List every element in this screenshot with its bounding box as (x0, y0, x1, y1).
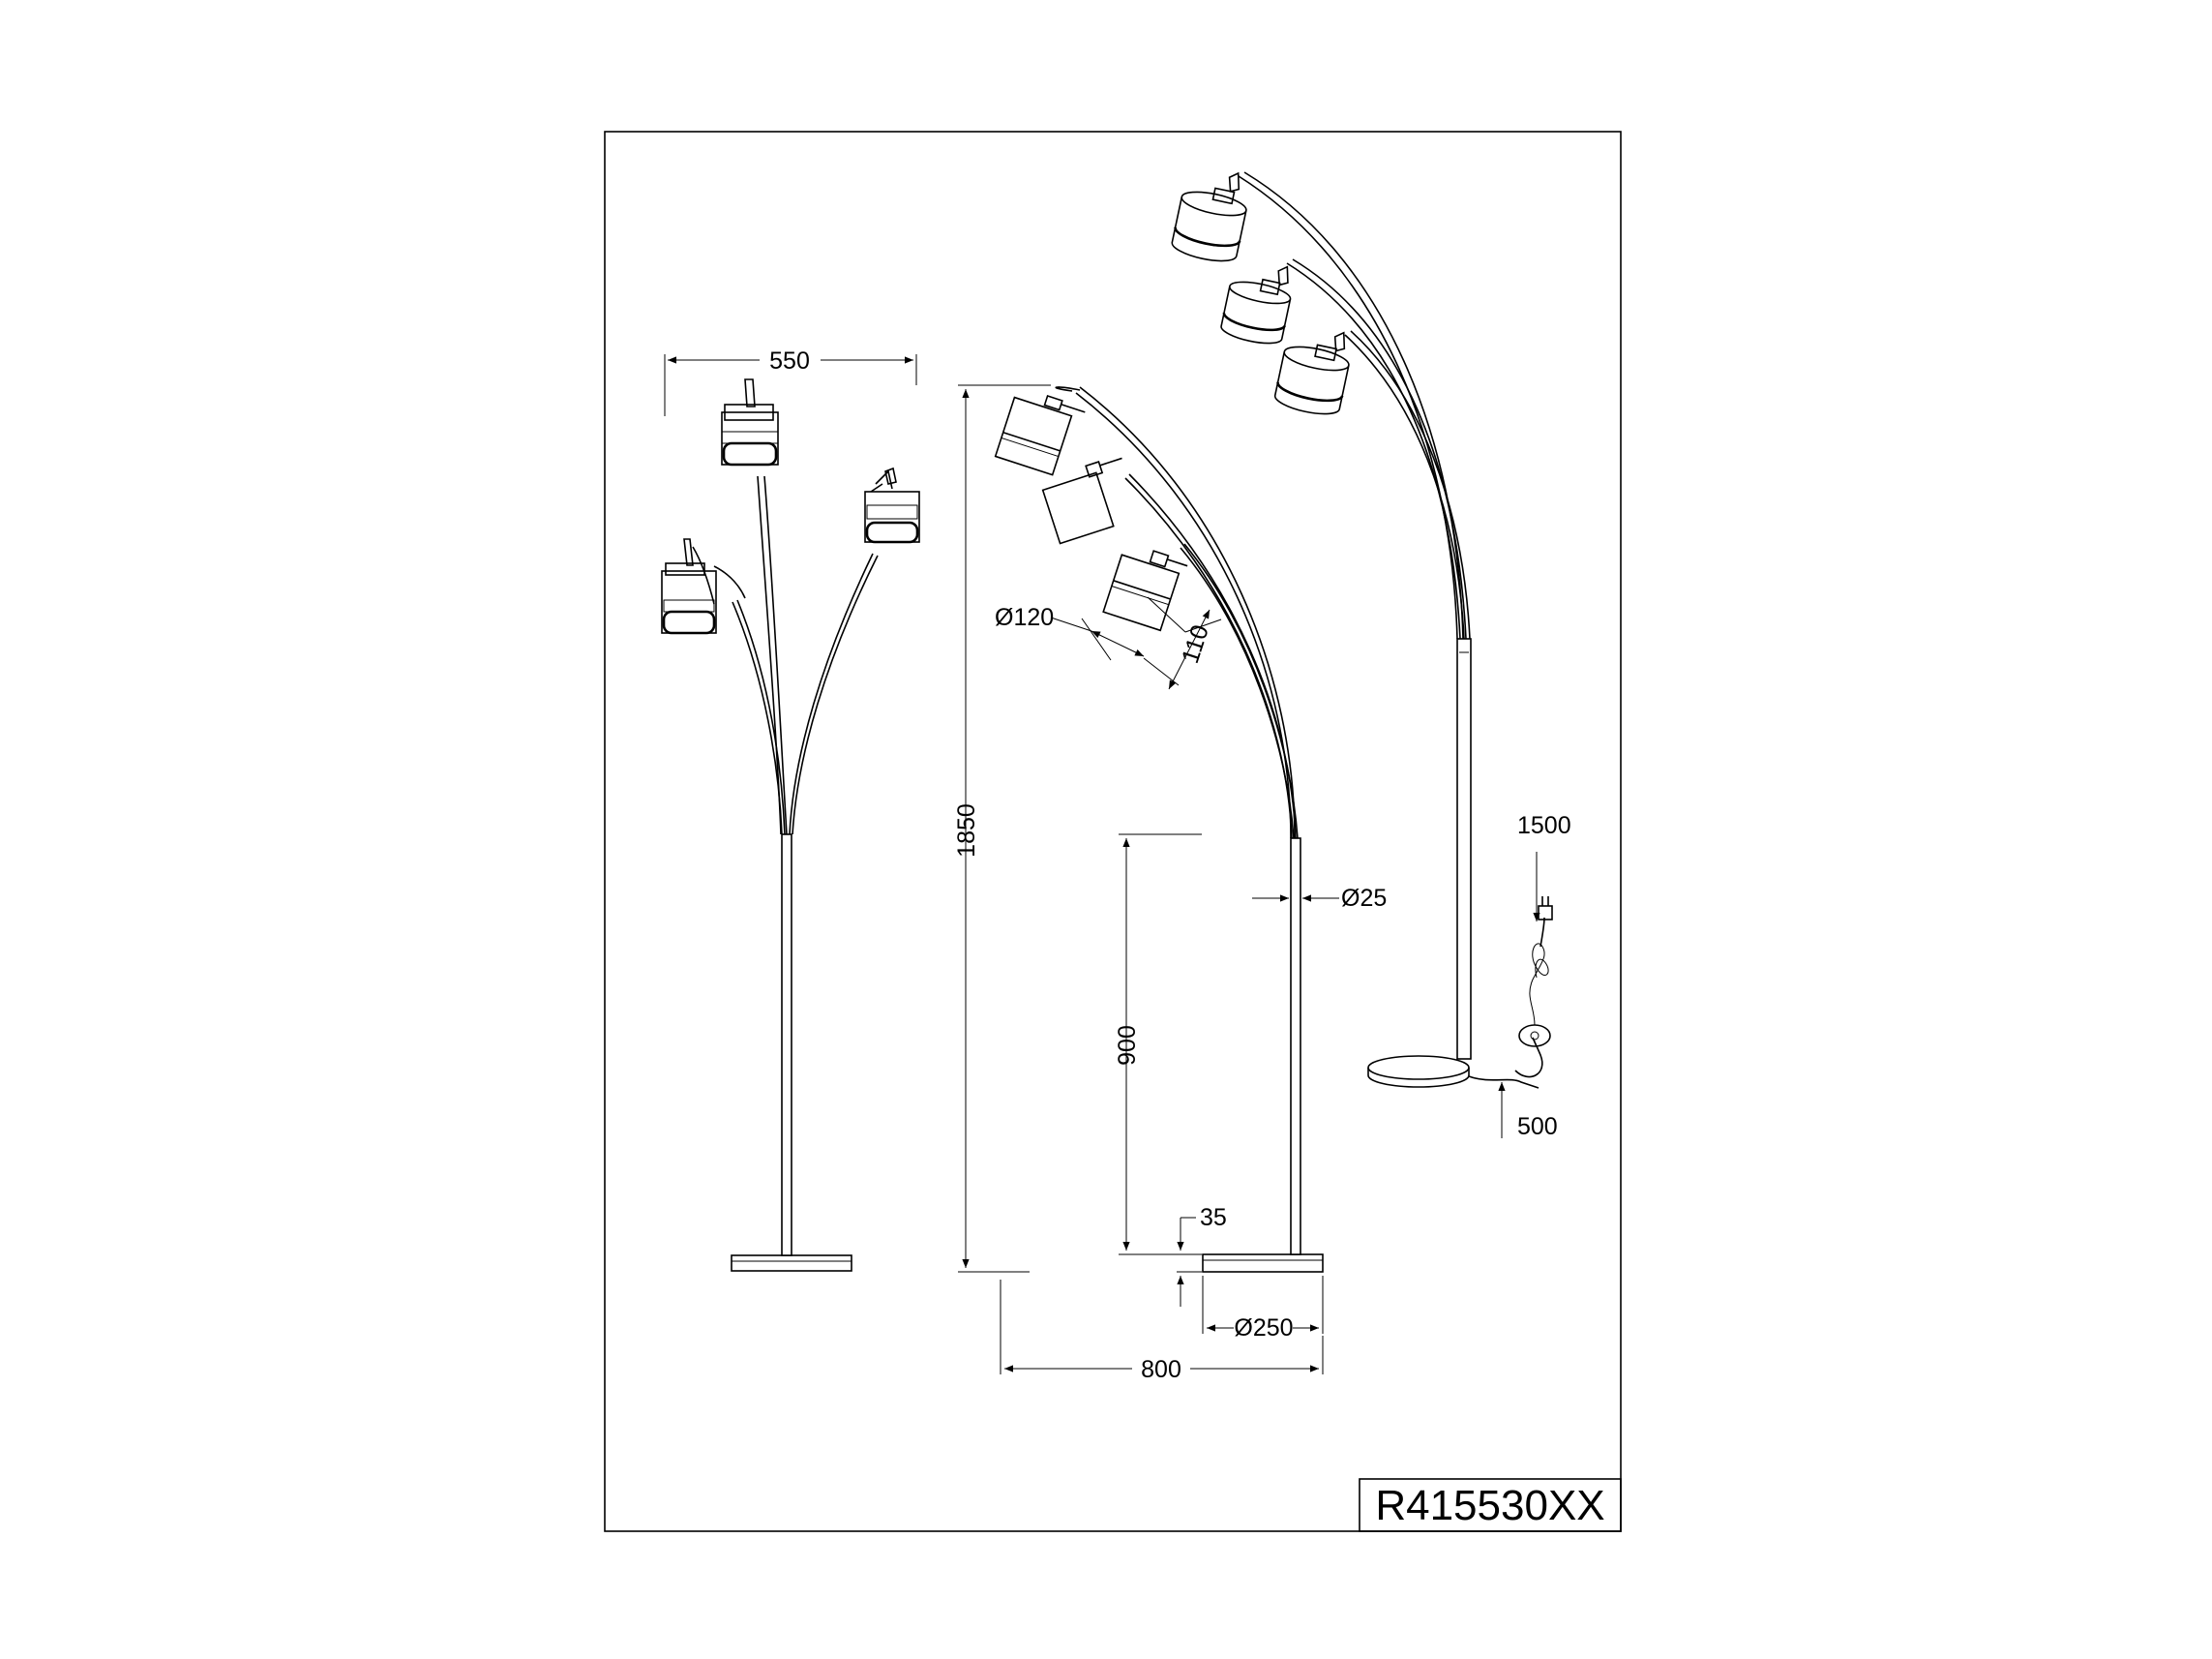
dimension-base-diameter: Ø250 (1202, 1276, 1324, 1342)
perspective-view-lamp: 1500 500 (1171, 171, 1571, 1140)
dimension-base-height: 35 (1177, 1204, 1227, 1307)
product-code: R415530XX (1375, 1482, 1604, 1529)
label-switch-distance: 500 (1517, 1113, 1558, 1140)
cable-with-switch (1468, 896, 1553, 1089)
dimension-height-900: 900 (1114, 833, 1202, 1255)
perspective-shade-b (1220, 265, 1292, 345)
perspective-shade-c (1273, 331, 1350, 415)
label-width: 550 (769, 347, 810, 375)
label-pole-diameter: Ø25 (1341, 885, 1387, 912)
dimension-height-1850: 1850 (953, 384, 1051, 1273)
side-shade-3 (1102, 550, 1188, 632)
dimension-switch-distance: 500 (1498, 1082, 1558, 1140)
side-view-lamp: Ø120 110 1850 900 Ø25 (953, 384, 1387, 1383)
side-shade-1 (994, 395, 1086, 476)
product-code-box: R415530XX (1359, 1478, 1622, 1532)
front-shade-top (721, 378, 779, 467)
front-shade-right (864, 467, 920, 544)
label-base-height: 35 (1200, 1204, 1227, 1231)
label-base-diameter: Ø250 (1234, 1314, 1293, 1342)
label-height-total: 1850 (953, 803, 980, 858)
dimension-reach-800: 800 (1000, 1280, 1324, 1383)
label-cable-length: 1500 (1517, 812, 1571, 839)
dimension-width-550: 550 (664, 347, 917, 416)
dimension-shade-height: 110 (1143, 609, 1222, 690)
dimension-shade-diameter: Ø120 (995, 596, 1186, 661)
label-shade-height: 110 (1177, 621, 1214, 667)
dimension-pole-diameter: Ø25 (1252, 885, 1387, 912)
drawing-frame (604, 131, 1622, 1532)
front-view-lamp: 550 (661, 347, 920, 1272)
label-reach: 800 (1141, 1356, 1181, 1383)
dimension-cable-length: 1500 (1517, 812, 1571, 921)
perspective-shade-a (1171, 171, 1247, 262)
side-shade-2 (1041, 457, 1122, 545)
label-shade-diameter: Ø120 (995, 604, 1054, 631)
front-shade-left (661, 538, 717, 635)
label-arc-height: 900 (1114, 1025, 1141, 1066)
